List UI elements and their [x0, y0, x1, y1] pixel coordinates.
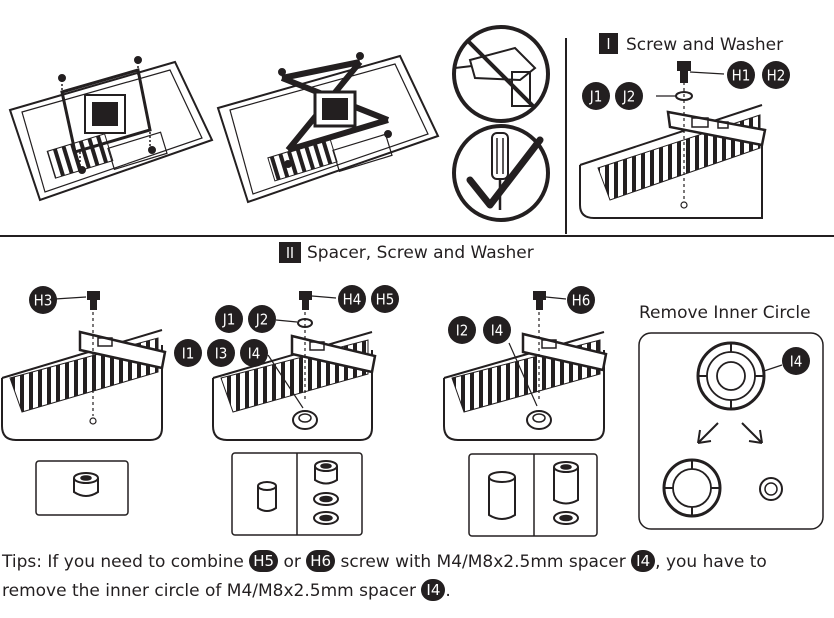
svg-text:H2: H2 — [767, 67, 786, 85]
badge-h1: H1 — [727, 61, 755, 89]
panel-screw-only-illustration — [1, 291, 167, 441]
svg-text:H5: H5 — [376, 291, 395, 309]
badge-j2: J2 — [248, 305, 276, 333]
svg-text:H4: H4 — [343, 291, 362, 309]
spacer-box-c — [468, 453, 598, 537]
section-1-roman-badge — [599, 33, 618, 54]
no-power-drill-icon — [452, 25, 550, 123]
badge-h6: H6 — [567, 286, 595, 314]
badge-i4-inline-2: I4 — [421, 579, 446, 601]
svg-text:H1: H1 — [732, 67, 751, 85]
screwdriver-check-icon — [452, 124, 550, 222]
tips-part-2: or — [278, 552, 307, 572]
badge-i1: I1 — [174, 339, 202, 367]
section-2-title: Spacer, Screw and Washer — [307, 243, 534, 263]
badge-i3: I3 — [207, 339, 235, 367]
badge-i4: I4 — [483, 316, 511, 344]
svg-text:J2: J2 — [622, 88, 636, 106]
svg-text:J2: J2 — [255, 311, 269, 329]
svg-text:I4: I4 — [248, 345, 261, 363]
badge-i4: I4 — [782, 347, 810, 375]
section-2-header: II Spacer, Screw and Washer — [279, 242, 534, 263]
badge-h2: H2 — [762, 61, 790, 89]
tv-back-small-bracket-illustration — [8, 56, 214, 202]
badge-h5: H5 — [371, 285, 399, 313]
section-2-roman-badge — [279, 242, 301, 263]
spacer-box-b — [231, 452, 363, 536]
badge-i4: I4 — [240, 339, 268, 367]
spacer-box-a — [35, 460, 129, 516]
tips-part-3: screw with M4/M8x2.5mm spacer — [335, 552, 632, 572]
badge-j2: J2 — [615, 82, 643, 110]
svg-text:I3: I3 — [215, 345, 228, 363]
badge-j1: J1 — [582, 82, 610, 110]
svg-text:J1: J1 — [589, 88, 603, 106]
section-2-roman: II — [286, 244, 294, 262]
svg-text:J1: J1 — [222, 311, 236, 329]
panel-long-spacer-illustration — [443, 291, 608, 441]
badge-i2: I2 — [448, 316, 476, 344]
tv-back-large-bracket-illustration — [216, 52, 440, 204]
tips-text: Tips: If you need to combine H5 or H6 sc… — [2, 548, 832, 606]
section-1-roman: I — [607, 35, 611, 53]
svg-text:I2: I2 — [456, 322, 469, 340]
tips-part-4: , you have to remove the inner circle of… — [2, 552, 767, 601]
svg-text:H6: H6 — [572, 292, 591, 310]
svg-text:H3: H3 — [34, 292, 53, 310]
badge-h4: H4 — [338, 285, 366, 313]
badge-i4-inline: I4 — [631, 550, 656, 572]
panel-spacer-screw-washer-illustration — [212, 291, 377, 441]
section-1-header: I Screw and Washer — [599, 33, 783, 55]
section-1-illustration — [579, 61, 767, 219]
svg-text:I4: I4 — [491, 322, 504, 340]
badge-h5-inline: H5 — [249, 550, 279, 572]
remove-inner-circle-title: Remove Inner Circle — [639, 303, 811, 323]
remove-inner-circle-panel — [638, 332, 824, 530]
svg-text:I1: I1 — [182, 345, 195, 363]
badge-h3: H3 — [29, 286, 57, 314]
section-1-title: Screw and Washer — [626, 35, 783, 55]
badge-h6-inline: H6 — [306, 550, 336, 572]
tips-part-1: Tips: If you need to combine — [2, 552, 250, 572]
tips-part-5: . — [445, 581, 451, 601]
badge-j1: J1 — [215, 305, 243, 333]
svg-text:I4: I4 — [790, 353, 803, 371]
